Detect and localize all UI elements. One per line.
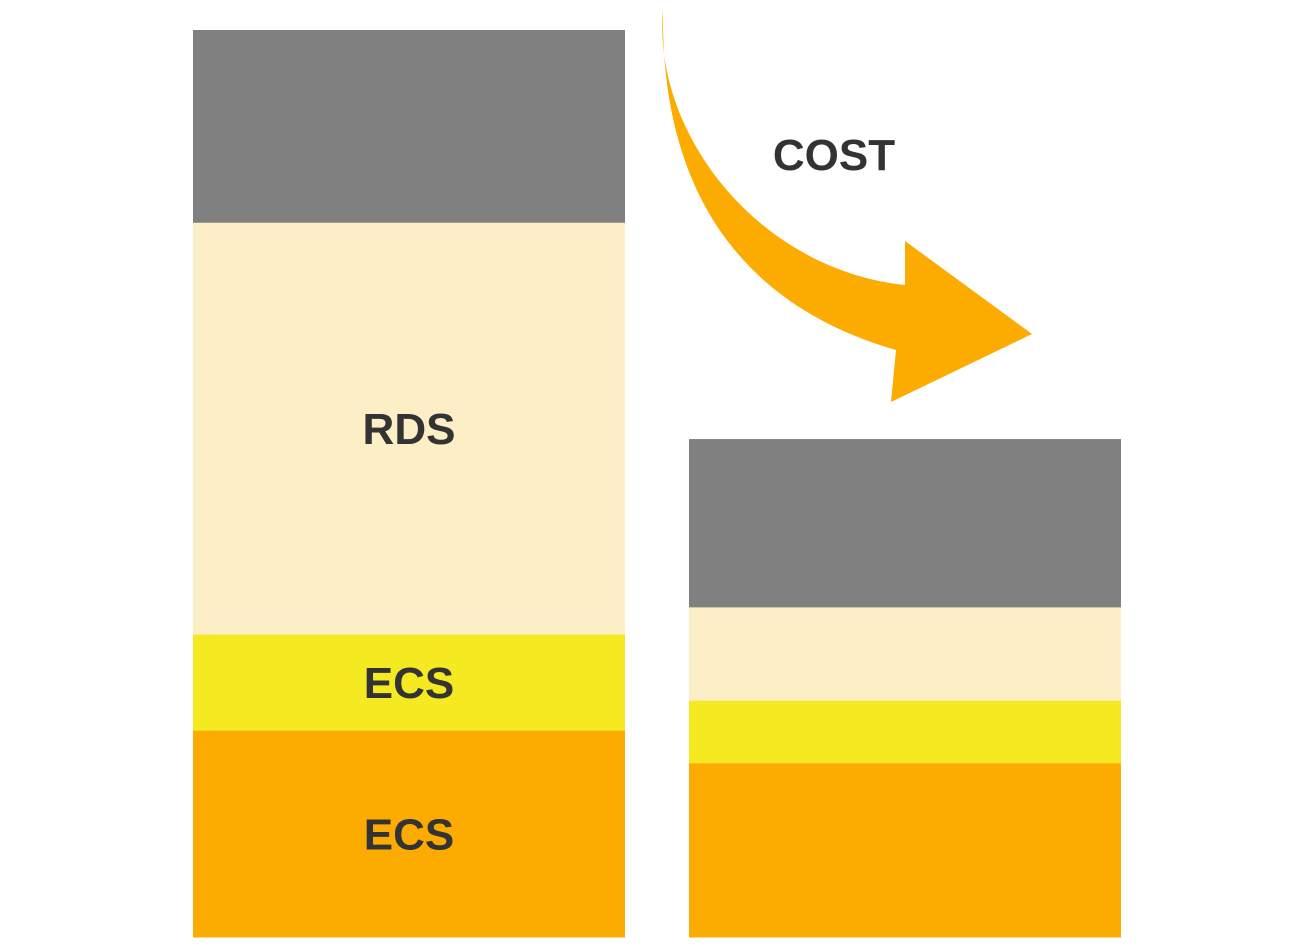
bar-segment-1-1 — [193, 730, 625, 938]
cost-arrow-shape — [662, 8, 1032, 402]
segment-label-3: RDS — [363, 405, 456, 454]
cost-arrow: COST — [662, 8, 1032, 402]
bar-segment-1-2 — [193, 634, 625, 731]
segment-labels-layer: ECS ECS RDS — [363, 405, 456, 859]
bar-segment-2-1 — [689, 762, 1121, 938]
segment-label-1: ECS — [364, 811, 454, 860]
bar-segment-1-3 — [193, 222, 625, 635]
bar-segment-2-4 — [689, 439, 1121, 608]
cost-arrow-label: COST — [773, 131, 895, 180]
segment-label-2: ECS — [364, 659, 454, 708]
bar-segment-1-4 — [193, 30, 625, 223]
bar-segment-2-2 — [689, 700, 1121, 764]
bars-layer — [193, 30, 1121, 938]
bar-segment-2-3 — [689, 606, 1121, 701]
